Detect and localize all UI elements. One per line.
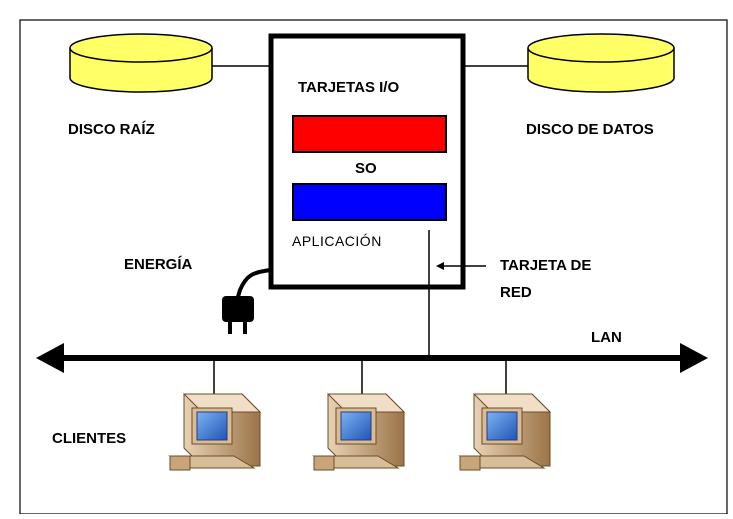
client-computer-icon	[312, 393, 406, 471]
client-computer-icon	[458, 393, 552, 471]
root-disk-label: DISCO RAÍZ	[68, 121, 155, 138]
network-card-label-line2: RED	[500, 284, 532, 301]
io-cards-label: TARJETAS I/O	[298, 79, 400, 96]
root-disk-icon	[69, 33, 213, 93]
power-cable	[235, 268, 272, 301]
application-label: APLICACIÓN	[292, 233, 382, 249]
network-card-pointer-head	[436, 262, 444, 270]
lan-label: LAN	[591, 329, 622, 346]
client-computer-icon	[168, 393, 262, 471]
clients-label: CLIENTES	[52, 430, 127, 447]
network-card-label-line1: TARJETA DE	[500, 257, 592, 274]
lan-right-arrowhead	[680, 343, 708, 373]
application-bar	[292, 183, 447, 221]
data-disk-label: DISCO DE DATOS	[526, 121, 654, 138]
lan-left-arrowhead	[36, 343, 64, 373]
so-bar	[292, 115, 447, 153]
power-label: ENERGÍA	[124, 256, 193, 273]
data-disk-icon	[527, 33, 675, 93]
os-label: SO	[355, 160, 377, 177]
power-plug-icon	[222, 296, 254, 334]
server-box	[268, 33, 466, 290]
